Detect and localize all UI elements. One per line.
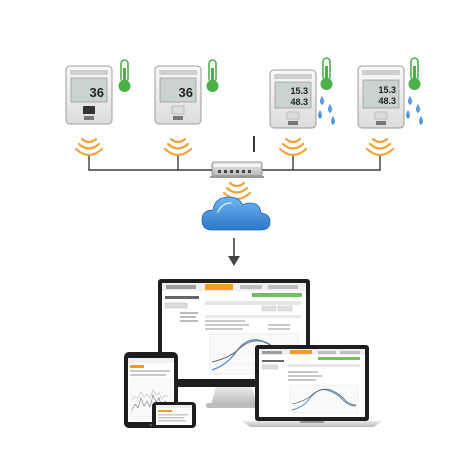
sensor-3-reading-top: 15.3: [290, 86, 308, 96]
sensor-4: 15.3 48.3: [357, 57, 423, 129]
router-icon: [210, 136, 264, 178]
sensor-1-reading: 36: [90, 85, 104, 100]
wireless-signal-icon: [278, 137, 308, 157]
thermometer-icon: [118, 59, 131, 92]
wireless-signal-icon: [74, 137, 104, 157]
wireless-signal-icon: [163, 137, 193, 157]
arrow-down-icon: [228, 238, 240, 266]
wireless-signal-icon: [222, 181, 252, 201]
smartphone: [152, 402, 196, 428]
thermometer-icon: [408, 57, 421, 90]
thermometer-icon: [206, 59, 219, 92]
sensor-2-reading: 36: [179, 85, 193, 100]
sensor-4-reading-top: 15.3: [378, 85, 396, 95]
sensor-3: 15.3 48.3: [269, 57, 335, 129]
sensor-1: 36: [65, 59, 131, 125]
wireless-signal-icon: [365, 137, 395, 157]
thermometer-icon: [320, 57, 333, 90]
droplets-icon: [318, 96, 335, 125]
sensor-4-reading-bottom: 48.3: [378, 96, 396, 106]
cloud-icon: [201, 196, 271, 231]
laptop: [242, 345, 382, 427]
connection-lines: [88, 156, 381, 171]
droplets-icon: [406, 96, 423, 125]
sensor-3-reading-bottom: 48.3: [290, 97, 308, 107]
sensor-2: 36: [154, 59, 219, 125]
